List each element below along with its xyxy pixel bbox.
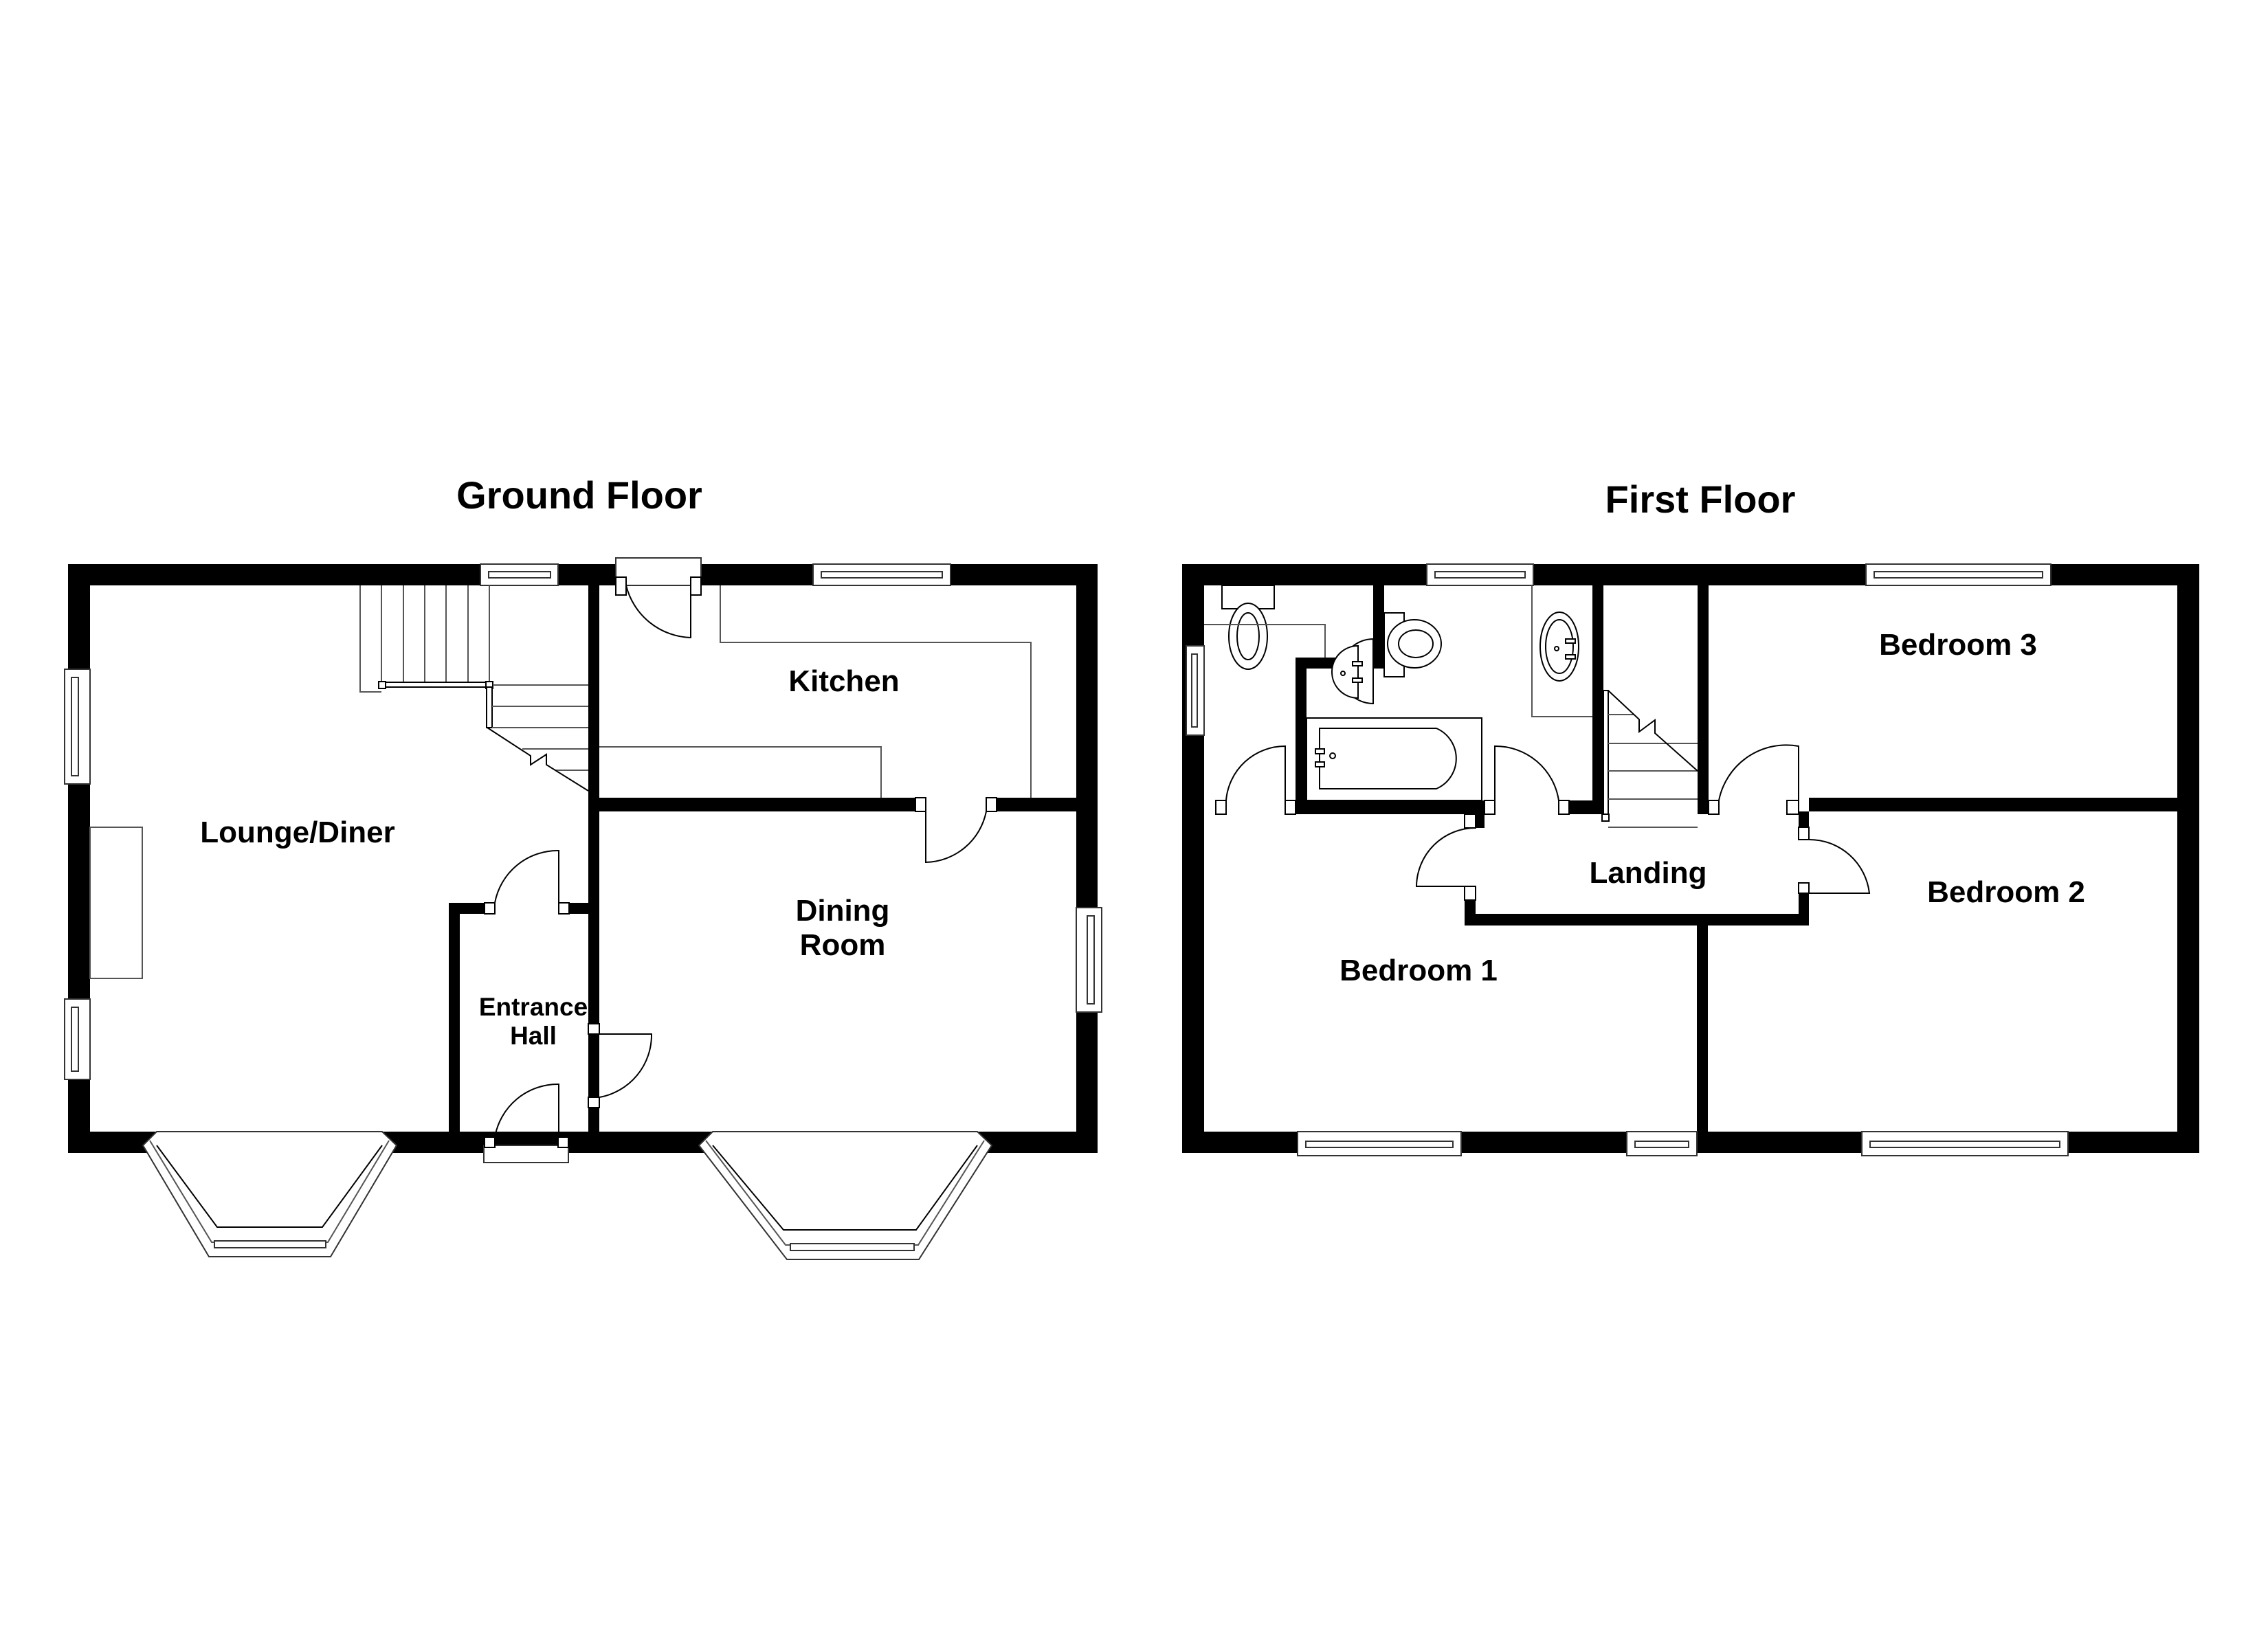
door-landing-bedroom2 [1798,827,1871,894]
door-landing-bedroom3 [1708,744,1799,815]
window-wc-left [1186,645,1205,736]
window-kitchen-top [812,563,951,586]
bay-window-dining [698,1131,993,1260]
window-bedroom3-top [1865,563,2052,586]
door-front-entrance [483,1083,569,1163]
window-dining-right [1076,907,1102,1013]
window-lounge-left-lower [64,998,91,1080]
door-hall-lounge [484,849,570,915]
window-bedroom1-bottom-small [1626,1131,1698,1156]
door-kitchen-dining [915,797,997,864]
room-label-bedroom2: Bedroom 2 [1927,875,2085,909]
first-fixtures [1204,585,1592,801]
chimney-breast [89,827,143,979]
room-label-lounge-diner: Lounge/Diner [200,816,395,849]
room-label-bedroom3: Bedroom 3 [1879,628,2037,662]
first-doors [1215,744,1871,901]
first-stairs [1601,690,1698,828]
ground-floor-title: Ground Floor [456,473,702,517]
room-label-entrance-line1: Entrance [479,993,588,1021]
room-label-entrance-line2: Hall [510,1022,557,1050]
room-label-dining-line2: Room [800,928,886,962]
window-bathroom-top [1426,563,1534,586]
window-lounge-top [480,563,559,586]
door-landing-bedroom1 [1415,814,1476,901]
first-interior-walls [1296,585,2177,1132]
ground-interior-walls [449,585,1076,1143]
ground-outer-walls [68,564,1098,1153]
ground-doors [483,797,997,1163]
bay-window-lounge [142,1131,398,1257]
door-landing-bathroom [1484,745,1570,815]
ground-windows [64,557,1102,1080]
ground-stairs [359,585,589,792]
kitchen-worktop-bottom [599,746,882,798]
room-label-kitchen: Kitchen [788,664,899,698]
window-bedroom2-bottom [1861,1131,2069,1156]
ground-floor: Ground Floor [64,473,1102,1260]
room-label-landing: Landing [1589,856,1706,890]
first-floor: First Floor [1182,478,2199,1156]
room-label-dining-line1: Dining [796,894,890,928]
door-hall-dining [588,1023,653,1108]
door-bedroom1-wc [1215,745,1296,815]
door-kitchen-back [615,557,702,639]
window-bedroom1-bottom-large [1297,1131,1462,1156]
room-label-bedroom1: Bedroom 1 [1339,954,1498,987]
first-floor-title: First Floor [1605,478,1796,521]
ground-fixtures [89,585,1032,979]
first-windows [1186,563,2069,1156]
window-lounge-left-upper [64,669,91,785]
kitchen-worktop-top [720,585,1032,798]
